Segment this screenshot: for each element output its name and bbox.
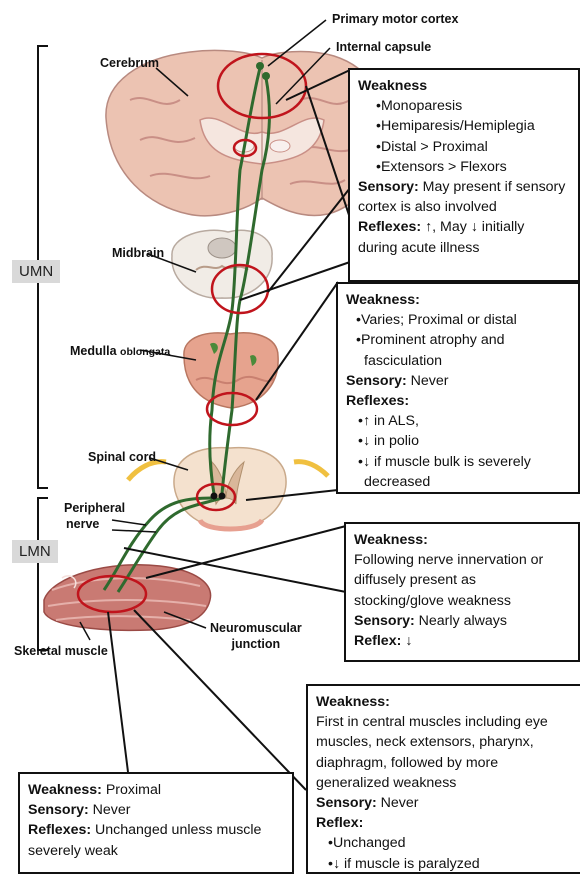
ah-item: •Varies; Proximal or distal [346, 310, 570, 330]
umn-reflex-cont: during acute illness [358, 238, 570, 258]
ah-reflex-item: decreased [346, 472, 570, 492]
lmn-tag: LMN [12, 540, 58, 563]
label-skeletal-muscle: Skeletal muscle [14, 644, 108, 658]
nmj-line: generalized weakness [316, 773, 572, 793]
label-cerebrum: Cerebrum [100, 56, 159, 70]
label-medulla-main: Medulla [70, 344, 117, 358]
nerve-reflex-text: ↓ [401, 633, 412, 649]
nerve-info-box: Weakness: Following nerve innervation or… [344, 522, 580, 662]
nerve-line: diffusely present as [354, 570, 570, 590]
umn-item: •Distal > Proximal [358, 137, 570, 157]
lmn-bracket [38, 498, 48, 650]
nerve-line: stocking/glove weakness [354, 591, 570, 611]
muscle-weakness: Weakness: Proximal [28, 780, 284, 800]
label-peripheral-nerve: Peripheral nerve [64, 500, 125, 532]
label-nerve: nerve [64, 517, 99, 531]
umn-sensory-cont: cortex is also involved [358, 197, 570, 217]
nerve-sensory-text: Nearly always [415, 613, 507, 629]
muscle-reflex-text: Unchanged unless muscle [91, 822, 261, 838]
label-oblongata: oblongata [120, 346, 170, 358]
muscle-sensory: Sensory: Never [28, 800, 284, 820]
ah-reflex-item: •↑ in ALS, [346, 411, 570, 431]
nmj-reflex-item: •Unchanged [316, 833, 572, 853]
umn-reflex-text: ↑, May ↓ initially [421, 219, 524, 235]
umn-info-box: Weakness •Monoparesis •Hemiparesis/Hemip… [348, 68, 580, 282]
ah-reflex-item: •↓ if muscle bulk is severely [346, 452, 570, 472]
ah-reflex-item: •↓ in polio [346, 431, 570, 451]
label-neuromuscular: Neuromuscular [210, 621, 302, 635]
anterior-horn-info-box: Weakness: •Varies; Proximal or distal •P… [336, 282, 580, 494]
label-spinal-cord: Spinal cord [88, 450, 156, 464]
nmj-weakness-title: Weakness: [316, 694, 390, 710]
nmj-sensory: Sensory: Never [316, 793, 572, 813]
muscle-reflexes: Reflexes: Unchanged unless muscle [28, 820, 284, 840]
nmj-line: First in central muscles including eye [316, 712, 572, 732]
umn-reflexes: Reflexes: ↑, May ↓ initially [358, 217, 570, 237]
nmj-info-box: Weakness: First in central muscles inclu… [306, 684, 580, 874]
label-primary-motor-cortex: Primary motor cortex [332, 12, 458, 26]
nerve-sensory-label: Sensory: [354, 613, 415, 629]
umn-weakness-title: Weakness [358, 78, 427, 94]
nmj-sensory-label: Sensory: [316, 795, 377, 811]
nmj-sensory-text: Never [377, 795, 419, 811]
muscle-info-box: Weakness: Proximal Sensory: Never Reflex… [18, 772, 294, 874]
umn-sensory-label: Sensory: [358, 179, 419, 195]
label-medulla: Medulla oblongata [70, 344, 170, 358]
nerve-reflex: Reflex: ↓ [354, 631, 570, 651]
umn-item: •Extensors > Flexors [358, 157, 570, 177]
muscle-reflex-cont: severely weak [28, 841, 284, 861]
ah-item: •Prominent atrophy and [346, 330, 570, 350]
medulla-illustration [184, 333, 278, 408]
nerve-line: Following nerve innervation or [354, 550, 570, 570]
muscle-reflex-label: Reflexes: [28, 822, 91, 838]
label-internal-capsule: Internal capsule [336, 40, 431, 54]
umn-reflex-label: Reflexes: [358, 219, 421, 235]
label-peripheral: Peripheral [64, 501, 125, 515]
ah-sensory-text: Never [407, 373, 449, 389]
umn-sensory: Sensory: May present if sensory [358, 177, 570, 197]
umn-item: •Hemiparesis/Hemiplegia [358, 116, 570, 136]
midbrain-illustration [172, 230, 272, 298]
nmj-reflex-title: Reflex: [316, 815, 363, 831]
ah-reflex-title: Reflexes: [346, 393, 409, 409]
nmj-line: muscles, neck extensors, pharynx, [316, 732, 572, 752]
nerve-weakness-title: Weakness: [354, 532, 428, 548]
nerve-sensory: Sensory: Nearly always [354, 611, 570, 631]
nmj-line: diaphragm, followed by more [316, 753, 572, 773]
ah-weakness-title: Weakness: [346, 292, 420, 308]
umn-item: •Monoparesis [358, 96, 570, 116]
muscle-sensory-text: Never [89, 802, 131, 818]
ah-sensory: Sensory: Never [346, 371, 570, 391]
muscle-sensory-label: Sensory: [28, 802, 89, 818]
ah-sensory-label: Sensory: [346, 373, 407, 389]
umn-sensory-text: May present if sensory [419, 179, 566, 195]
muscle-weakness-label: Weakness: [28, 782, 102, 798]
label-neuromuscular-junction: Neuromuscular junction [210, 620, 302, 652]
label-junction: junction [232, 637, 281, 651]
muscle-weakness-text: Proximal [102, 782, 161, 798]
label-midbrain: Midbrain [112, 246, 164, 260]
umn-tag: UMN [12, 260, 60, 283]
ah-item: fasciculation [346, 351, 570, 371]
nerve-reflex-label: Reflex: [354, 633, 401, 649]
